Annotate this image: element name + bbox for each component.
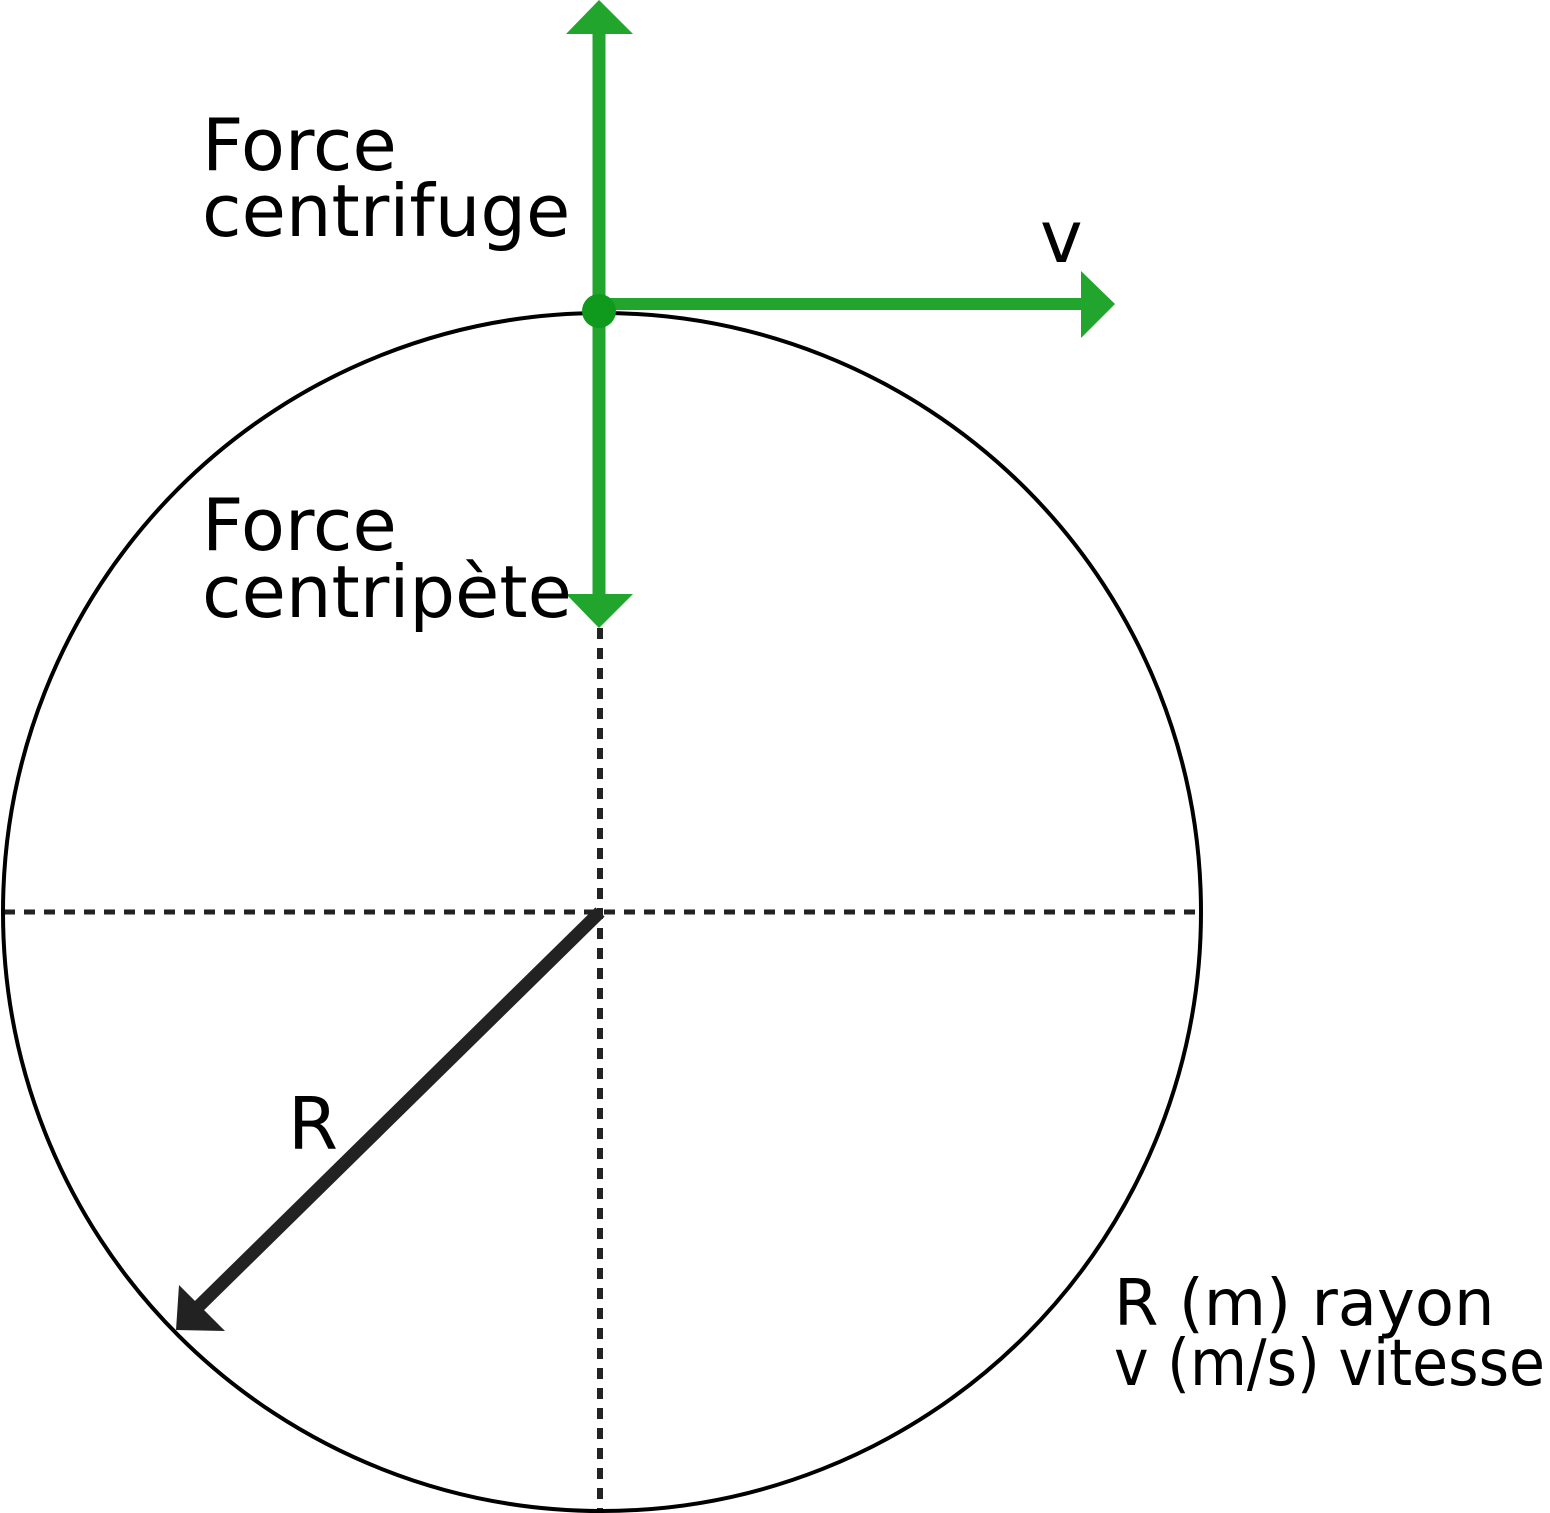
centripetal-force-arrow-head — [566, 594, 633, 628]
centrifugal-force-label-line2: centrifuge — [202, 169, 570, 253]
centrifugal-force-label-line1: Force — [202, 103, 397, 187]
legend-radius: R (m) rayon — [1114, 1267, 1495, 1341]
radius-arrow-shaft — [193, 907, 605, 1312]
centrifugal-force-arrow-head — [566, 0, 633, 34]
centripetal-force-label-line1: Force — [202, 483, 397, 567]
radius-label: R — [288, 1082, 338, 1166]
velocity-arrow-head — [1081, 271, 1115, 338]
centripetal-force-label-line2: centripète — [202, 550, 572, 634]
velocity-label: v — [1040, 195, 1083, 279]
legend-velocity: v (m/s) vitesse — [1114, 1327, 1545, 1401]
radius-arrow-head — [176, 1285, 225, 1331]
point-mass — [582, 294, 616, 328]
